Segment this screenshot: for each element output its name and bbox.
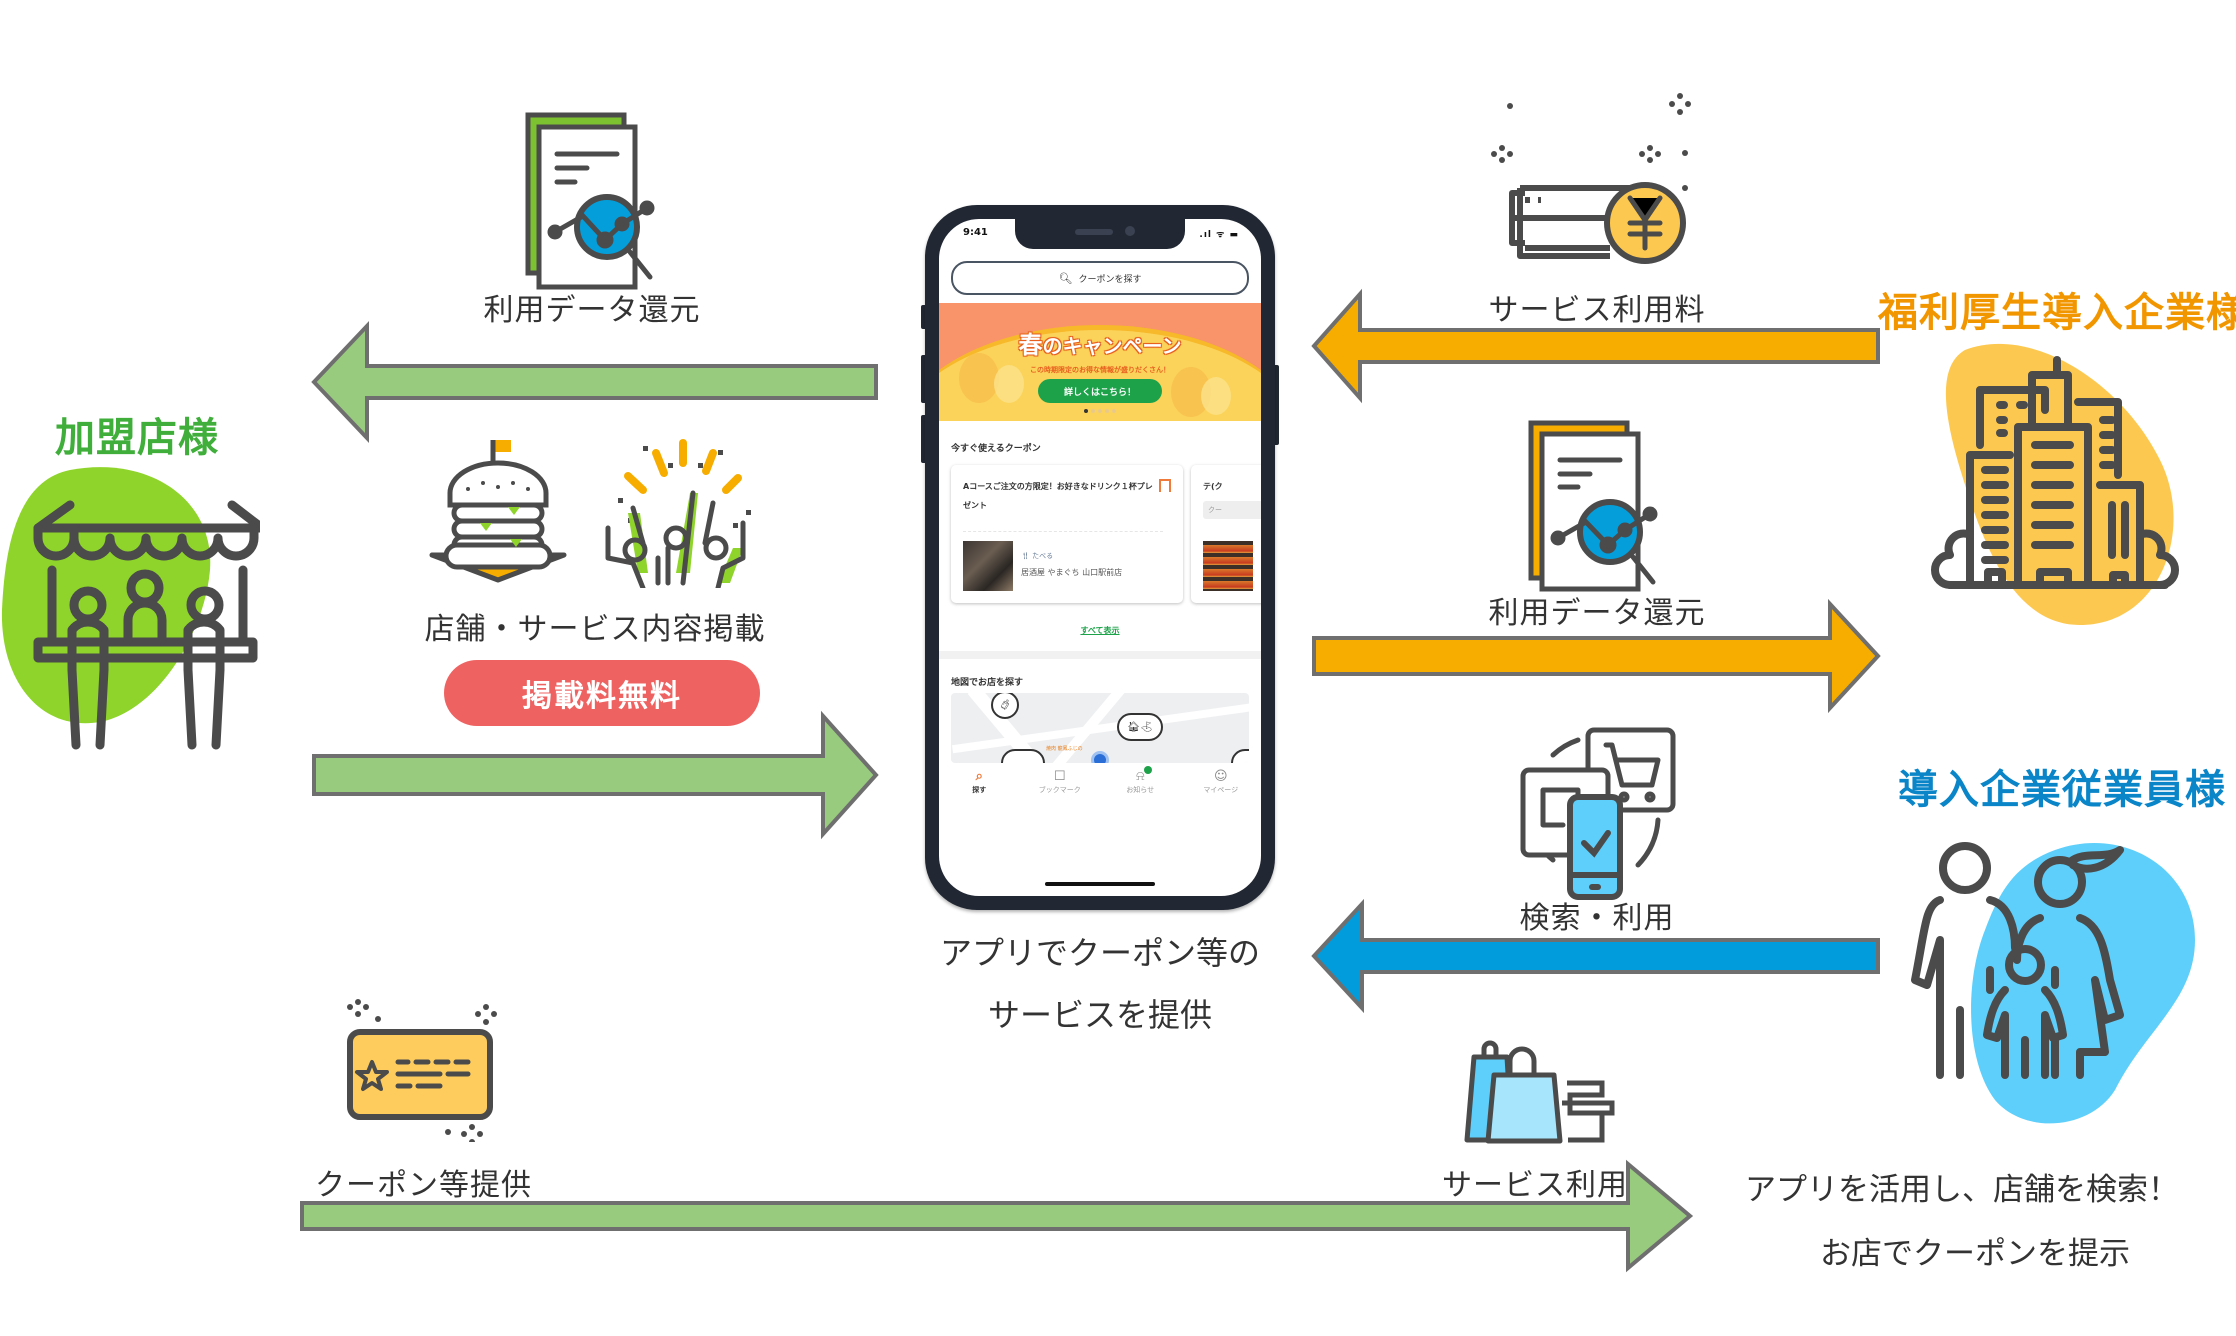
listing-label: 店舗・サービス内容掲載: [424, 612, 766, 647]
mobile-shopping-icon: [1520, 727, 1676, 900]
data-return-left-label: 利用データ還元: [483, 293, 701, 328]
app-screen: 9:41 .ıl ᯤ ▬ 🔍︎ クーポンを探す 春のキャンペーン この時期限定の…: [939, 219, 1261, 896]
coupon-title: Aコースご注文の方限定！お好きなドリンク１杯プレゼント: [963, 482, 1153, 510]
arrow-data-return-to-merchant: [311, 320, 878, 444]
arrow-coupon-to-employee: [300, 1159, 1694, 1273]
employee-caption-line1: アプリを活用し、店舗を検索！: [1745, 1172, 2179, 1208]
data-analysis-icon: [525, 112, 655, 290]
center-caption-line1: アプリでクーポン等の: [939, 934, 1260, 972]
search-icon: 🔍︎: [1058, 271, 1073, 285]
data-return-right-label: 利用データ還元: [1488, 596, 1706, 631]
banner-details-button[interactable]: 詳しくはこちら！: [1038, 379, 1162, 403]
map-pin[interactable]: [1231, 749, 1249, 763]
tab-bookmark[interactable]: ☐ブックマーク: [1038, 769, 1081, 794]
family-icon: [1911, 842, 2195, 1124]
yen-payment-icon: [1491, 93, 1691, 264]
bookmark-icon: ☐: [1053, 769, 1066, 784]
coupon-card[interactable]: テ(ク クー: [1191, 465, 1261, 603]
storefront-icon: [1, 467, 260, 750]
bottom-tab-bar: ⌕探す ☐ブックマーク ⍾お知らせ ☺マイページ: [939, 763, 1261, 813]
tab-notifications[interactable]: ⍾お知らせ: [1100, 763, 1181, 813]
coupon-category: 🍴︎ たべる: [1021, 552, 1054, 560]
celebration-icon: [605, 439, 751, 588]
coupon-search-input[interactable]: 🔍︎ クーポンを探す: [951, 261, 1249, 295]
user-icon: ☺: [1213, 769, 1228, 784]
data-analysis-icon: [1528, 420, 1658, 592]
arrow-listing-to-app: [312, 710, 879, 840]
burger-icon: [429, 440, 567, 583]
cutlery-icon: 🍴︎: [1021, 552, 1033, 560]
bell-icon: ⍾: [1136, 766, 1152, 785]
coupon-provide-label: クーポン等提供: [315, 1168, 532, 1203]
arrow-search-use-to-app: [1311, 898, 1880, 1014]
banner-title: 春のキャンペーン: [1018, 331, 1182, 359]
coupon-shop-name: 居酒屋 やまぐち 山口駅前店: [1021, 568, 1123, 577]
employee-caption: アプリを活用し、店舗を検索！ お店でクーポンを提示: [1745, 1158, 2215, 1286]
phone-mockup: 9:41 .ıl ᯤ ▬ 🔍︎ クーポンを探す 春のキャンペーン この時期限定の…: [921, 205, 1279, 910]
free-listing-badge: 掲載料無料: [444, 660, 760, 726]
arrow-data-return-to-company: [1312, 598, 1881, 714]
map-pin[interactable]: 🏠︎⛳︎: [1117, 713, 1163, 741]
company-title: 福利厚生導入企業様: [1878, 290, 2236, 336]
search-icon: ⌕: [975, 769, 983, 784]
center-caption: アプリでクーポン等の サービスを提供: [920, 922, 1280, 1046]
map-pin[interactable]: [1001, 749, 1045, 763]
shop-map[interactable]: 🧳︎ 🏠︎⛳︎ 焼肉 龍鳳ふじの: [951, 693, 1249, 763]
status-bar: 9:41 .ıl ᯤ ▬: [939, 227, 1261, 245]
merchant-title: 加盟店様: [55, 415, 219, 461]
coupon-tag: クー: [1203, 501, 1261, 519]
shop-thumbnail: [963, 541, 1013, 591]
banner-pagination[interactable]: [1084, 409, 1116, 413]
map-section-title: 地図でお店を探す: [951, 678, 1024, 688]
map-pin[interactable]: 🧳︎: [991, 693, 1019, 719]
coupon-title: テ(ク: [1203, 482, 1223, 491]
campaign-banner[interactable]: 春のキャンペーン この時期限定のお得な情報が盛りだくさん！ 詳しくはこちら！: [939, 303, 1261, 421]
tab-mypage[interactable]: ☺マイページ: [1203, 769, 1239, 794]
map-location-marker: [1091, 751, 1109, 763]
shop-thumbnail: [1203, 541, 1253, 591]
bookmark-icon[interactable]: [1159, 479, 1171, 492]
search-use-label: 検索・利用: [1519, 901, 1675, 936]
center-caption-line2: サービスを提供: [987, 996, 1212, 1034]
phone-notch: [1015, 219, 1185, 249]
service-use-label: サービス利用: [1442, 1168, 1628, 1203]
status-icons: .ıl ᯤ ▬: [1199, 230, 1239, 240]
notification-badge: [1143, 766, 1152, 774]
coupon-card-icon: [347, 999, 497, 1142]
coupons-section-title: 今すぐ使えるクーポン: [951, 444, 1041, 454]
status-time: 9:41: [963, 227, 988, 238]
arrow-service-fee-to-app: [1311, 288, 1880, 404]
office-buildings-icon: [1931, 343, 2179, 625]
search-placeholder: クーポンを探す: [1078, 274, 1142, 285]
coupon-card[interactable]: Aコースご注文の方限定！お好きなドリンク１杯プレゼント 🍴︎ たべる 居酒屋 や…: [951, 465, 1183, 603]
employee-caption-line2: お店でクーポンを提示: [1820, 1236, 2130, 1272]
shopping-bags-icon: [1464, 1040, 1615, 1144]
see-all-coupons-link[interactable]: すべて表示: [1080, 626, 1120, 635]
map-place-label: 焼肉 龍鳳ふじの: [1046, 746, 1083, 752]
home-indicator: [1045, 882, 1155, 886]
employee-title: 導入企業従業員様: [1898, 767, 2226, 813]
tab-search[interactable]: ⌕探す: [972, 769, 987, 794]
banner-subtitle: この時期限定のお得な情報が盛りだくさん！: [1030, 366, 1170, 374]
service-fee-label: サービス利用料: [1488, 293, 1706, 328]
